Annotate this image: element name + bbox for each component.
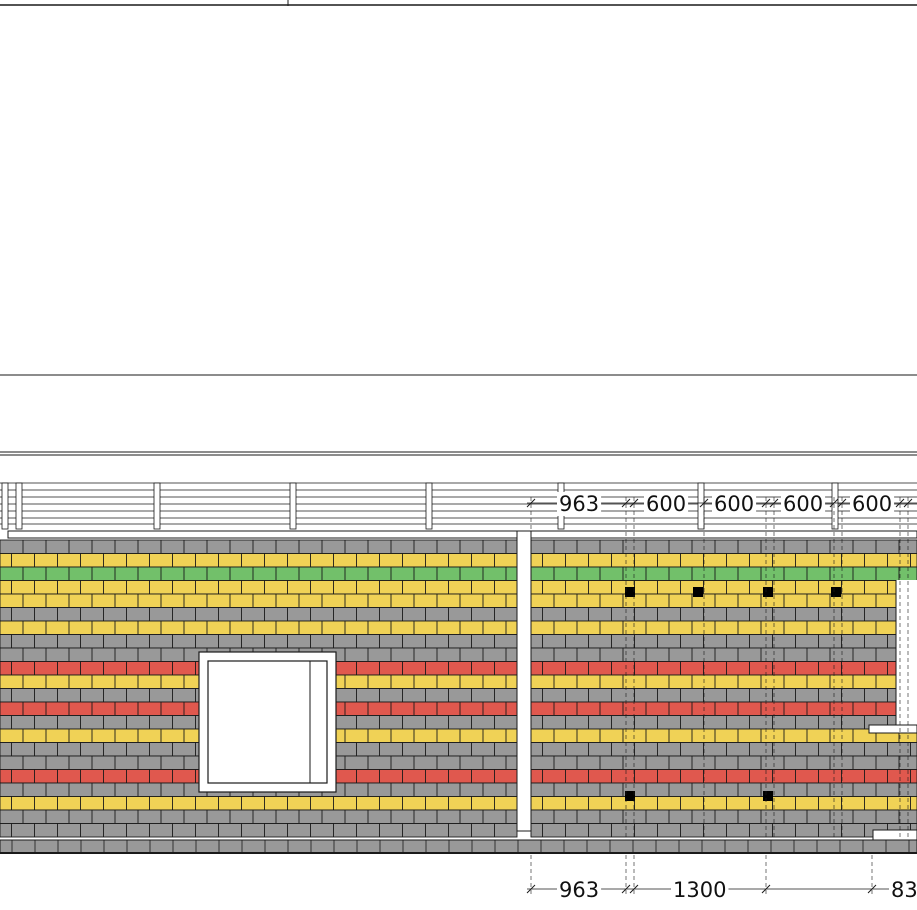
dim-label-bg xyxy=(889,878,917,902)
dim-tick xyxy=(761,884,771,894)
dim-bottom-2: 1300 xyxy=(673,878,726,902)
wall-anchors xyxy=(625,587,841,801)
downpipe xyxy=(516,530,532,832)
dim-tick xyxy=(761,498,771,508)
brick-course xyxy=(0,539,518,554)
dim-bottom-3: 83 xyxy=(891,878,917,902)
canopy xyxy=(868,724,917,734)
dim-tick xyxy=(903,498,913,508)
brick-course xyxy=(530,674,917,689)
brick-course xyxy=(0,796,518,811)
dim-top-2: 600 xyxy=(646,492,686,516)
brick-course xyxy=(0,593,518,608)
dim-label-bg xyxy=(671,878,729,902)
dim-label-bg xyxy=(850,492,895,516)
dim-top-1: 963 xyxy=(559,492,599,516)
dim-tick xyxy=(769,498,779,508)
dim-tick xyxy=(699,498,709,508)
brick-course xyxy=(0,620,518,635)
roof-railing xyxy=(0,482,917,530)
brick-course xyxy=(0,809,518,824)
railing-post xyxy=(15,482,23,530)
brick-course xyxy=(0,607,518,622)
dim-label-bg xyxy=(557,878,602,902)
dim-top-4: 600 xyxy=(783,492,823,516)
brick-course xyxy=(530,566,917,581)
dim-tick xyxy=(829,498,839,508)
brick-course xyxy=(530,647,917,662)
dim-tick xyxy=(526,498,536,508)
dim-top-3: 600 xyxy=(714,492,754,516)
wall-anchor xyxy=(831,587,841,597)
dim-tick xyxy=(867,884,877,894)
wall-anchor xyxy=(763,587,773,597)
dim-label-bg xyxy=(557,492,602,516)
dim-tick xyxy=(629,884,639,894)
dim-tick xyxy=(837,498,847,508)
brick-course xyxy=(0,580,518,595)
railing-post xyxy=(425,482,433,530)
railing-post xyxy=(1,482,9,530)
wall-anchor xyxy=(693,587,703,597)
brick-course xyxy=(530,755,917,770)
brick-course xyxy=(530,593,917,608)
railing-post xyxy=(831,482,839,530)
wall-plinth xyxy=(0,839,917,854)
wall-coping-right xyxy=(527,530,917,539)
dim-top-5: 600 xyxy=(852,492,892,516)
brick-course xyxy=(530,620,917,635)
railing-post xyxy=(289,482,297,530)
dim-tick xyxy=(629,498,639,508)
brick-course xyxy=(530,809,917,824)
window-glass xyxy=(207,660,328,784)
brick-course xyxy=(530,728,917,743)
dim-label-bg xyxy=(781,492,826,516)
wall-openings xyxy=(198,580,917,841)
dim-tick xyxy=(621,498,631,508)
wall-anchor xyxy=(763,791,773,801)
step xyxy=(872,829,917,841)
brick-course xyxy=(530,539,917,554)
dim-label-bg xyxy=(644,492,689,516)
brick-course xyxy=(0,634,518,649)
door-opening xyxy=(896,580,917,725)
brick-course xyxy=(530,701,917,716)
wall-anchor xyxy=(625,587,635,597)
railing-post xyxy=(153,482,161,530)
brick-course xyxy=(530,782,917,797)
brick-wall xyxy=(0,530,917,854)
brick-course xyxy=(0,566,518,581)
dim-tick xyxy=(526,884,536,894)
roof-outline xyxy=(0,0,917,456)
dim-bottom-1: 963 xyxy=(559,878,599,902)
dim-tick xyxy=(621,884,631,894)
brick-course xyxy=(0,553,518,568)
brick-course xyxy=(0,823,518,838)
dim-label-bg xyxy=(712,492,757,516)
wall-anchor xyxy=(625,791,635,801)
wall-coping-left xyxy=(7,530,520,539)
dim-tick xyxy=(895,498,905,508)
